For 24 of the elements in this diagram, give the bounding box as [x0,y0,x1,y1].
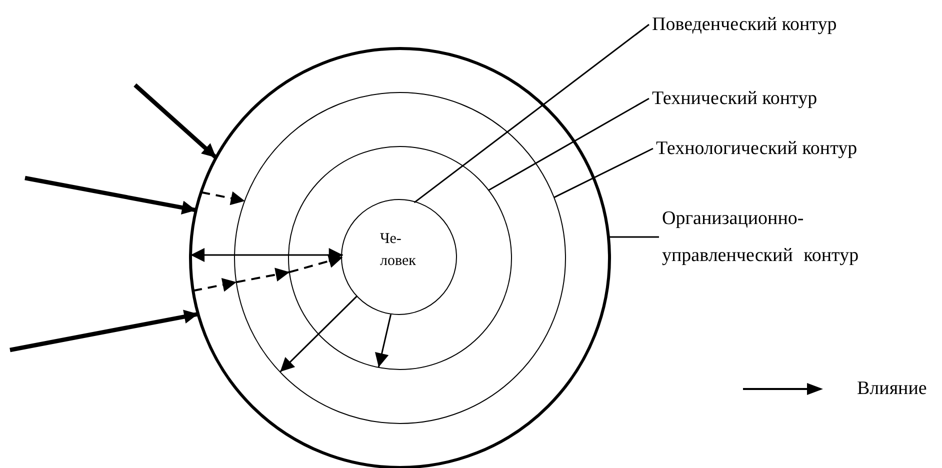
leader-line [553,148,654,198]
legend-label: Влияние [857,378,927,400]
leader-line [414,24,650,204]
influence-arrow [134,83,218,160]
ring-circle [234,92,566,424]
influence-arrow [374,314,392,368]
leader-line [488,98,650,192]
influence-arrow [236,268,290,284]
ring-circle [341,199,457,315]
contour-label: Организационно- управленческий контур [662,200,942,274]
influence-arrow [10,310,199,352]
ring-circle [189,47,611,468]
contour-label: Технический контур [652,80,818,117]
contour-label: Поведенческий контур [652,6,837,43]
ring-circle [288,146,512,370]
contour-label: Технологический контур [656,130,858,167]
influence-arrow [192,278,237,292]
influence-arrow [289,254,344,274]
influence-arrow [24,176,196,214]
influence-arrow [280,295,358,372]
influence-arrow [190,248,343,262]
circle-label: Че- ловек [380,230,417,271]
leader-line [608,236,659,238]
influence-arrow [200,191,246,206]
